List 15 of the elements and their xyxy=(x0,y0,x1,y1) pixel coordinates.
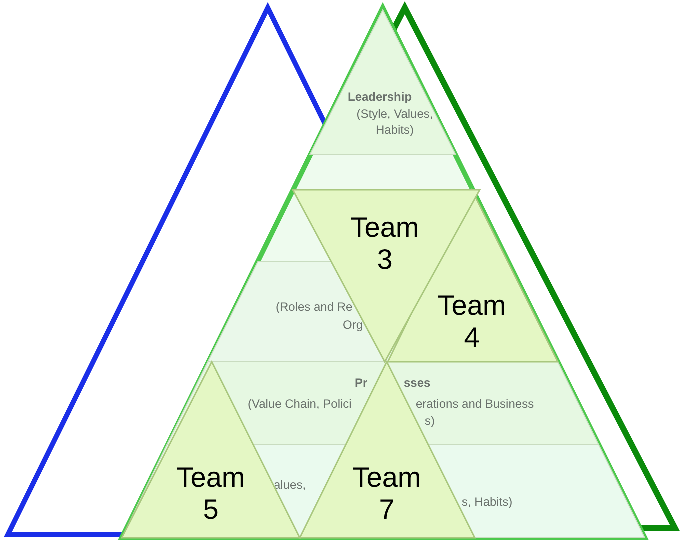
band-text: (Value Chain, Polici xyxy=(248,397,352,411)
band-title: sses xyxy=(404,376,431,390)
band-text: s) xyxy=(425,414,435,428)
band-text: erations and Business xyxy=(416,397,534,411)
team-label: Team 7 xyxy=(352,462,422,526)
band-text: s, Habits) xyxy=(462,495,513,509)
band-title: Leadership xyxy=(348,90,412,104)
team-label: Team 4 xyxy=(437,290,507,354)
band-text: alues, xyxy=(274,478,306,492)
band-text: (Roles and Re xyxy=(276,300,353,314)
band-text: Org xyxy=(343,318,364,332)
team-label: Team 3 xyxy=(350,212,420,276)
team-label: Team 5 xyxy=(176,462,246,526)
band-text: (Style, Values, Habits) xyxy=(356,106,434,138)
band-title: Pr xyxy=(355,376,368,390)
